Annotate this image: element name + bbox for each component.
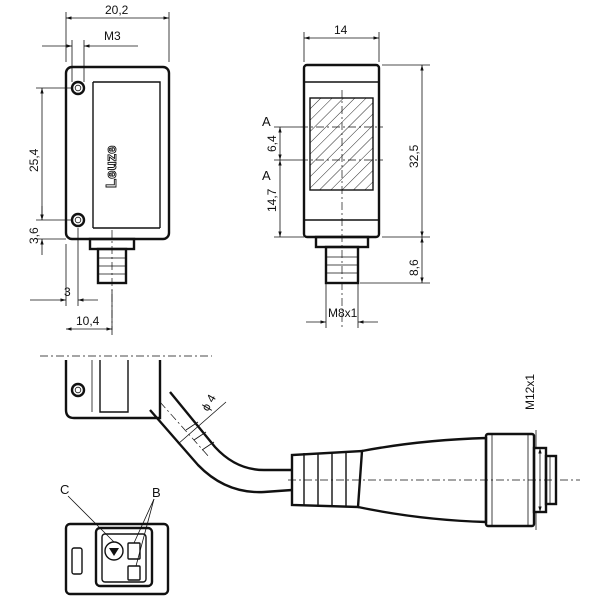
cable-view: ϕ 4 M12x1	[40, 355, 580, 530]
bottom-slot	[71, 547, 83, 575]
dim-m8: M8x1	[328, 306, 358, 320]
dim-axis: 14,7	[265, 188, 279, 212]
dim-window: 6,4	[265, 135, 279, 152]
bottom-view: C B	[60, 482, 170, 596]
housing-inner	[92, 81, 161, 229]
dim-front-width: 14	[334, 23, 348, 37]
front-view: 14 A A 6,4 14,7 32,5 8,6 M8x1	[262, 23, 430, 330]
plug-grip	[290, 449, 364, 509]
mount-hole-top	[70, 80, 86, 96]
label-c: C	[60, 482, 69, 497]
dim-connector-pos: 10,4	[76, 314, 100, 328]
dim-thread-m3: M3	[104, 29, 121, 43]
dim-offset: 3	[64, 285, 71, 299]
label-b: B	[152, 485, 161, 500]
coupling-nut	[484, 432, 536, 528]
led-indicator-b2	[127, 565, 141, 581]
dim-height: 25,4	[27, 148, 41, 172]
dim-front-height: 32,5	[407, 144, 421, 168]
marker-a-top: A	[262, 114, 271, 129]
dim-width: 20,2	[105, 3, 129, 17]
plug-thread: M12x1	[523, 374, 537, 410]
mount-hole-bottom	[70, 212, 86, 228]
bottom-housing	[64, 522, 170, 596]
brand-logo: Leuze	[103, 145, 120, 188]
side-view: Leuze 20,2 M3 25,4 3,6 3 10,4	[27, 3, 171, 335]
marker-a-bottom: A	[262, 168, 271, 183]
housing-section	[64, 360, 162, 420]
dim-connector: 8,6	[407, 259, 421, 276]
optics-window	[309, 97, 374, 191]
dim-bottom: 3,6	[27, 227, 41, 244]
